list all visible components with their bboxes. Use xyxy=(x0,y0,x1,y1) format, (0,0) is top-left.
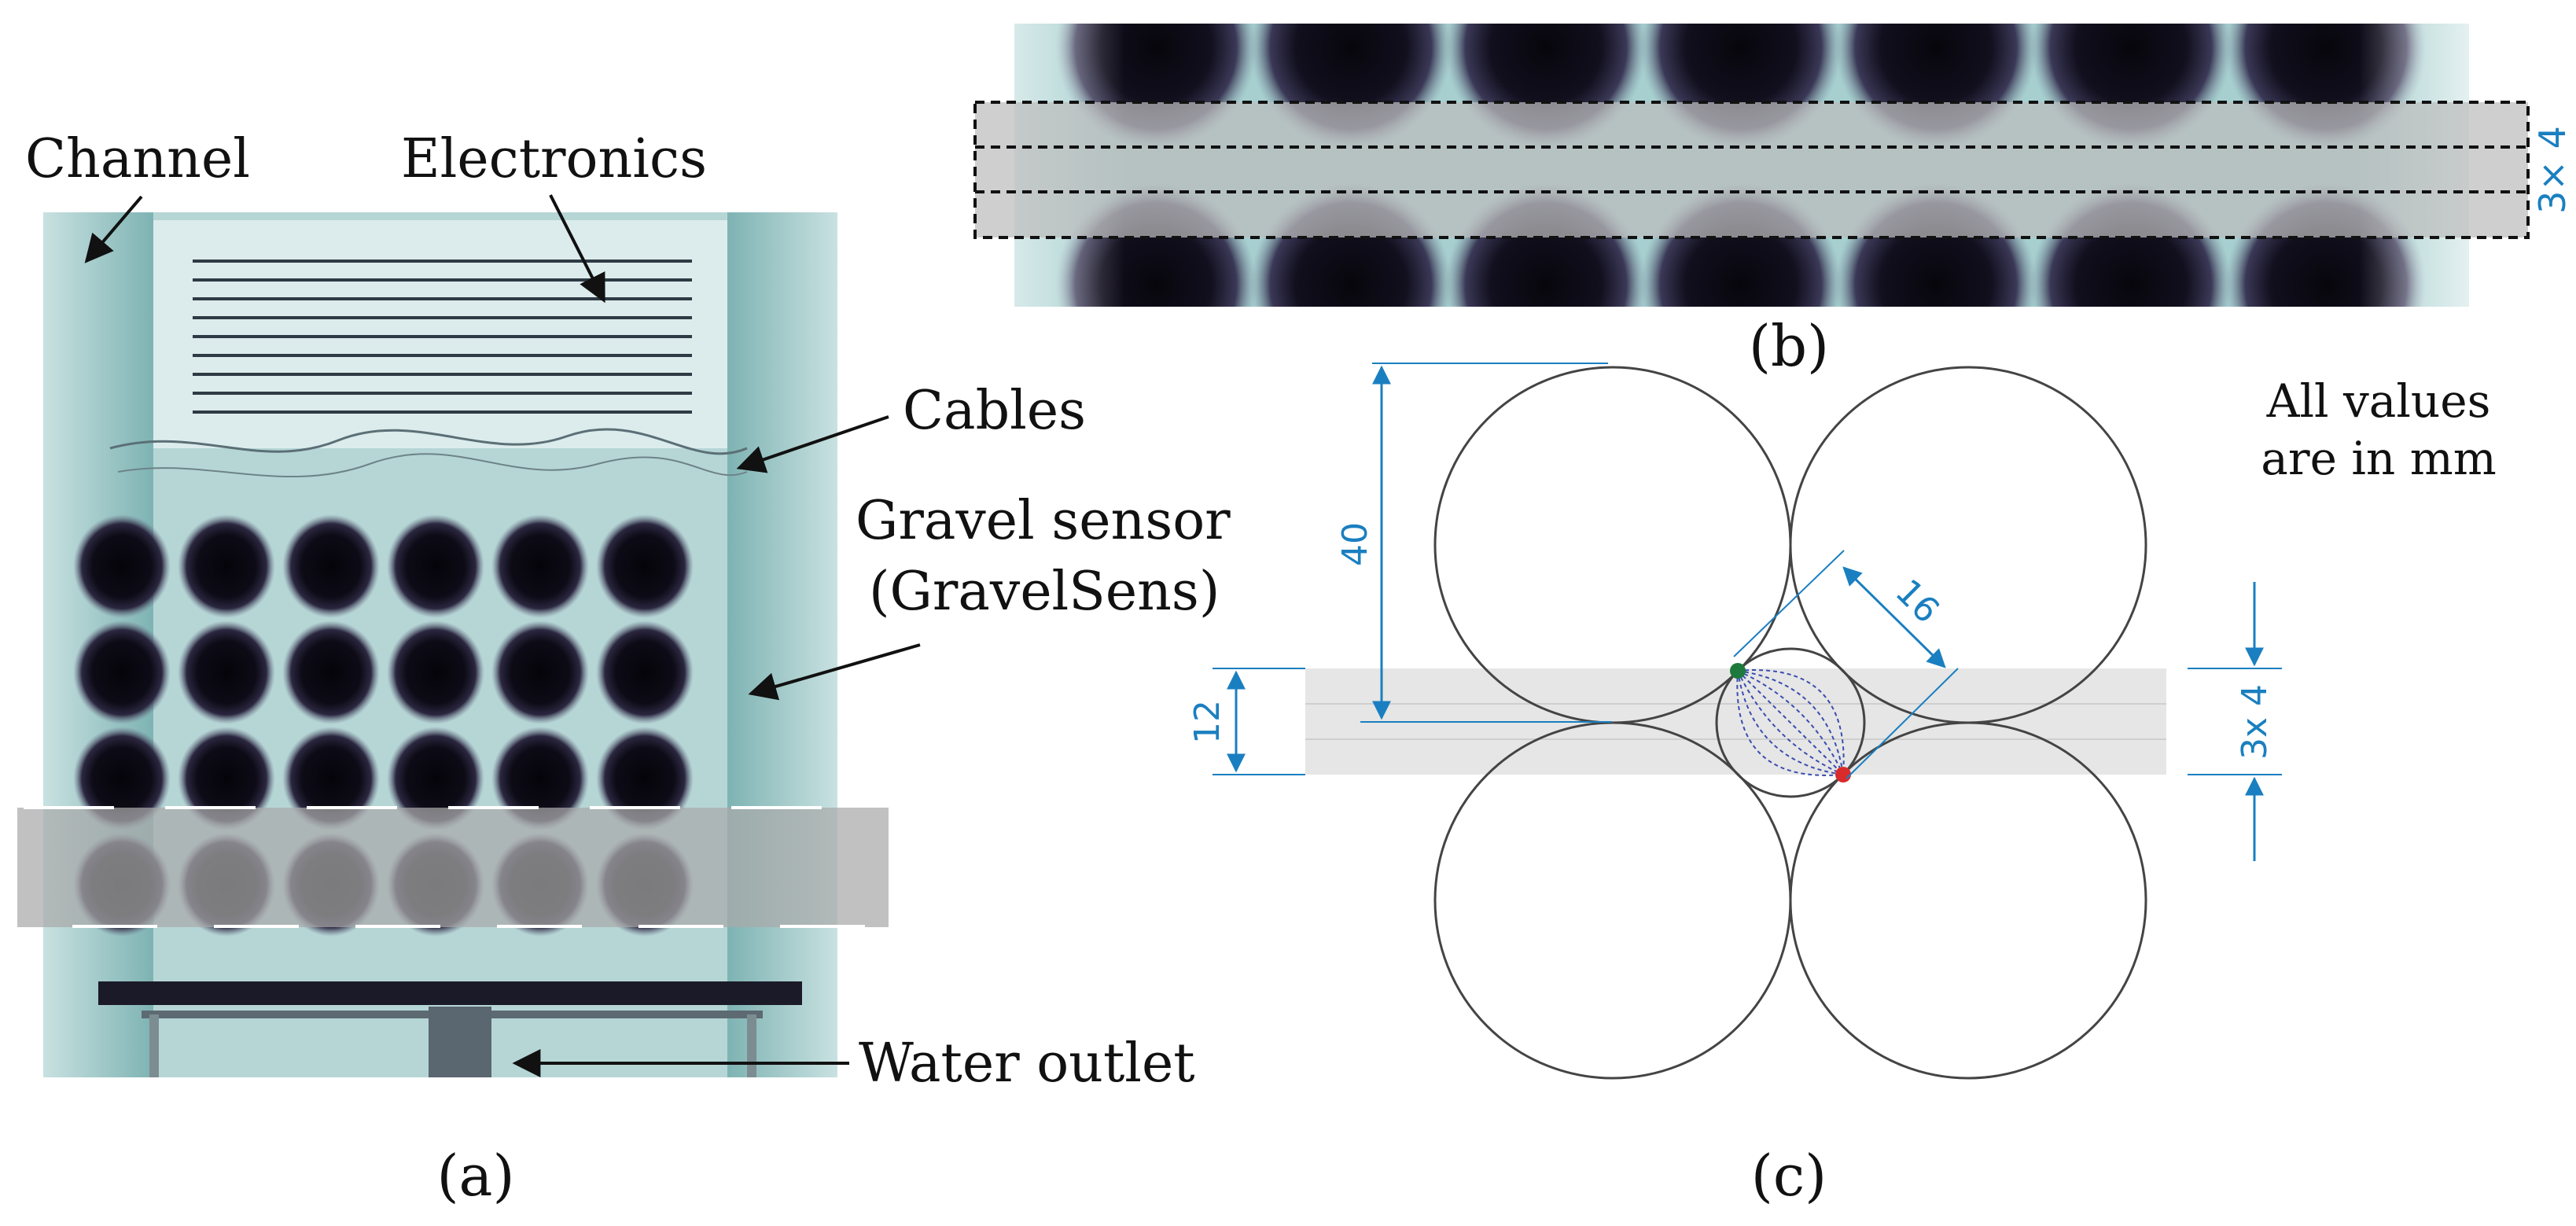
pore-flow-path xyxy=(1737,670,1844,775)
gravel-sphere xyxy=(73,620,171,724)
gravel-sphere xyxy=(178,514,275,618)
pore-flow-path xyxy=(1737,670,1844,775)
channel-arrow xyxy=(84,195,143,263)
gravel-sphere xyxy=(282,727,380,830)
end-node xyxy=(1835,767,1851,782)
start-node xyxy=(1730,663,1746,679)
electronics-arrow xyxy=(549,194,605,304)
outlet-plate xyxy=(98,981,802,1005)
gravel-sphere xyxy=(596,727,694,830)
gravelsens-label: (GravelSens) xyxy=(869,561,1220,623)
gravel-sphere xyxy=(596,620,694,724)
outlet-leg-right xyxy=(747,1014,756,1077)
pore-flow-path xyxy=(1736,670,1844,776)
gravel-sphere xyxy=(178,727,275,830)
pore-flow-path xyxy=(1737,669,1845,775)
electronics-area xyxy=(153,220,727,448)
gravel-sphere xyxy=(596,514,694,618)
gravel-sphere xyxy=(282,514,380,618)
gravel-sphere xyxy=(282,620,380,724)
water-outlet-label: Water outlet xyxy=(859,1033,1195,1095)
panel-a-annotations: Channel Electronics Cables Gravel sensor… xyxy=(25,128,1231,1209)
pore-flow-paths xyxy=(1736,669,1845,776)
cable-bundle xyxy=(109,428,748,455)
channel-label: Channel xyxy=(25,128,250,190)
units-note-line-2: are in mm xyxy=(2261,432,2496,485)
channel-wall-right xyxy=(727,212,837,1077)
gravel-sphere xyxy=(178,620,275,724)
dim-16-label: 16 xyxy=(1887,572,1947,631)
electronics-boards xyxy=(193,260,692,414)
panel-b-caption: (b) xyxy=(1749,313,1829,379)
dim-16-ext-2 xyxy=(1846,668,1959,779)
band-dashes xyxy=(24,806,865,928)
dim-16-line xyxy=(1842,566,1946,668)
panel-a-caption: (a) xyxy=(436,1143,514,1209)
gravel-sphere xyxy=(387,514,484,618)
cables-label: Cables xyxy=(903,380,1086,442)
panel-a-xray xyxy=(17,212,889,1077)
gravel-sphere xyxy=(491,727,589,830)
gravel-sphere xyxy=(387,620,484,724)
panel-b-layer-box xyxy=(973,101,2530,239)
outlet-leg-left xyxy=(149,1014,159,1077)
cable-bundle-2 xyxy=(117,453,748,478)
sphere-bottom-left xyxy=(1433,721,1792,1080)
electronics-label: Electronics xyxy=(401,128,707,190)
gravel-sphere xyxy=(73,727,171,830)
gravel-sphere xyxy=(491,514,589,618)
gravel-sphere xyxy=(491,620,589,724)
panel-b-band xyxy=(975,102,2528,237)
dim-12-label: 12 xyxy=(1187,700,1227,744)
dim-40-label: 40 xyxy=(1335,522,1375,566)
dim-16-ext-1 xyxy=(1733,550,1845,657)
water-outlet-pipe xyxy=(429,1007,491,1077)
panel-b-xray: 3× 4 (b) xyxy=(973,24,2574,379)
pore-flow-path xyxy=(1737,670,1844,775)
gravel-sensor-arrow xyxy=(748,643,921,701)
panel-b-layer-label: 3× 4 xyxy=(2531,126,2574,214)
gravel-sensor-label: Gravel sensor xyxy=(856,490,1231,552)
gravel-sphere xyxy=(387,727,484,830)
gravel-sphere xyxy=(73,514,171,618)
units-note-line-1: All values xyxy=(2266,374,2491,428)
dim-3x4-label: 3x 4 xyxy=(2235,684,2275,760)
highlight-band xyxy=(17,808,889,927)
sphere-bottom-right xyxy=(1789,721,2147,1080)
cables-arrow xyxy=(736,415,889,473)
panel-c-caption: (c) xyxy=(1751,1143,1827,1209)
pore-circle xyxy=(1715,647,1866,798)
panel-c-diagram: 40 16 12 3x 4 All values are in mm (c) xyxy=(1187,363,2497,1209)
